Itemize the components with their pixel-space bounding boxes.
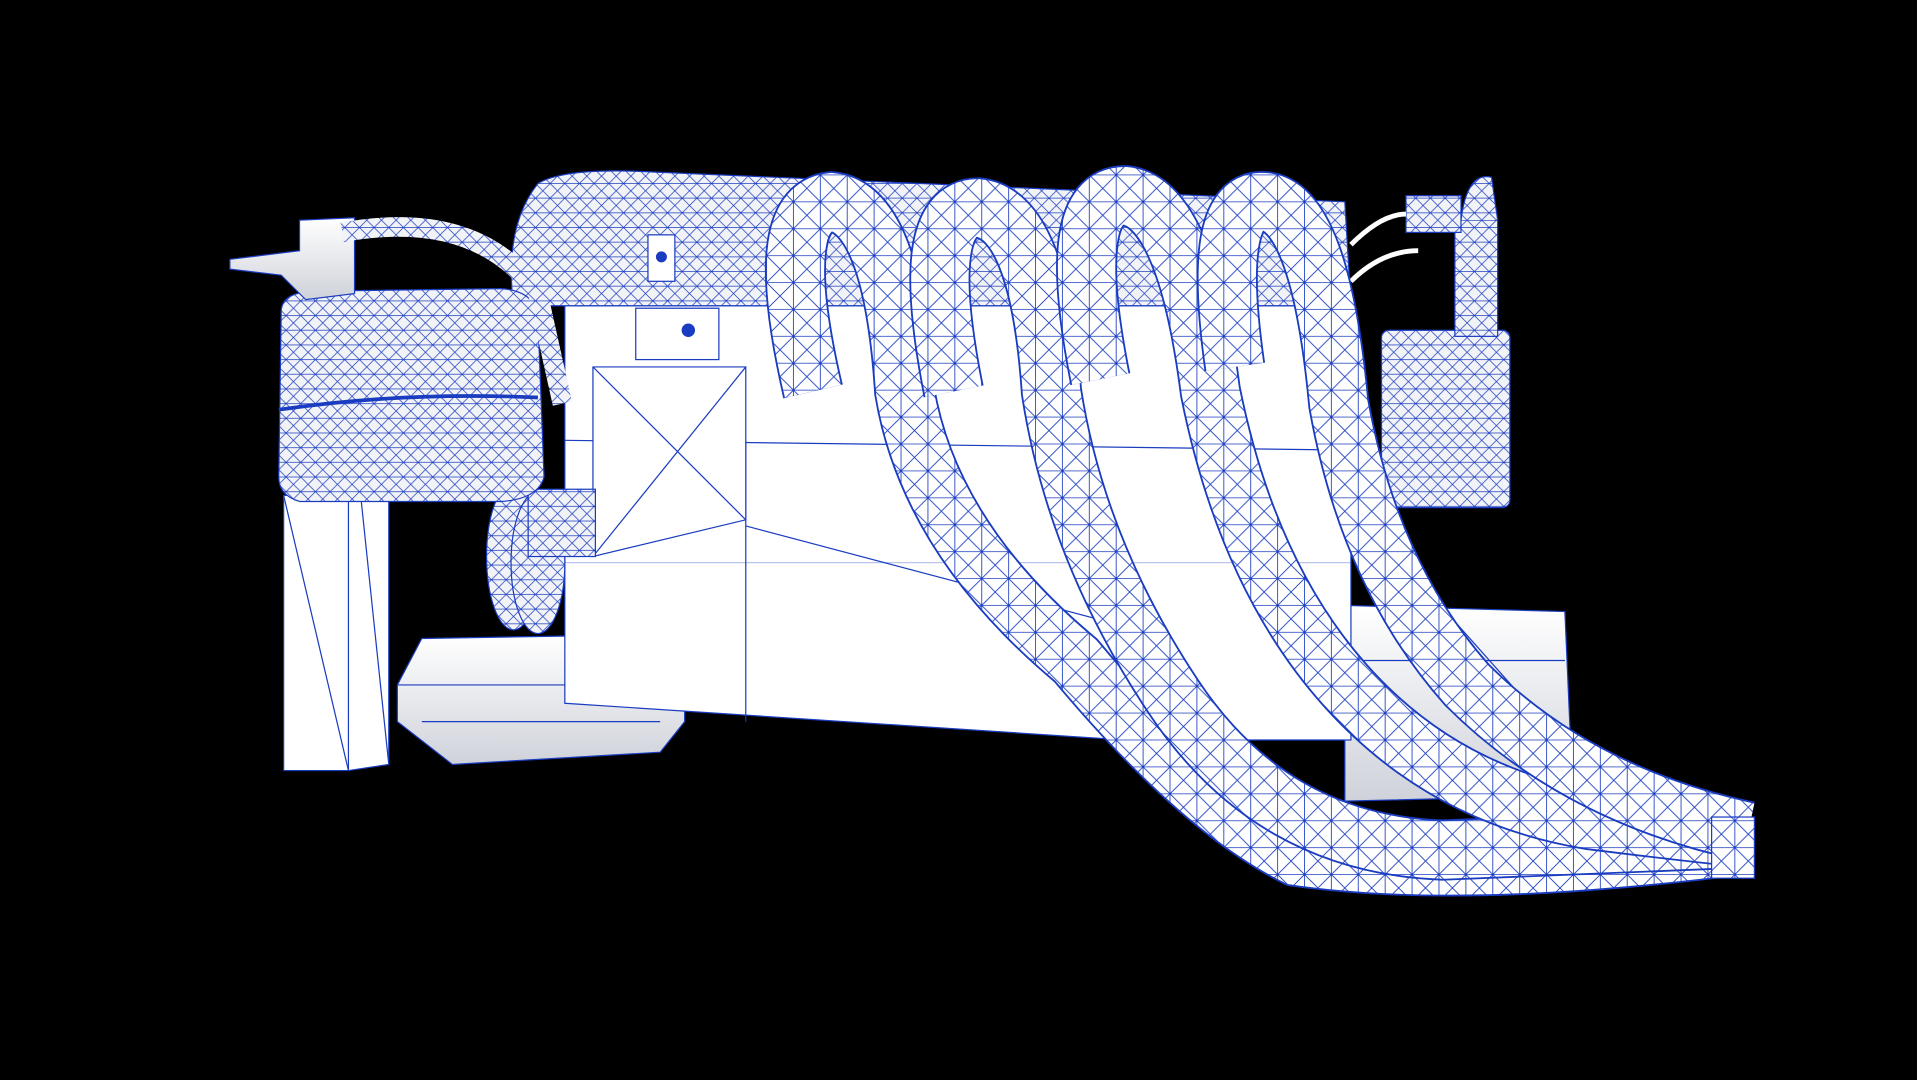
intake-hose — [340, 217, 572, 406]
intake-cap — [229, 217, 356, 301]
canister-neck — [1454, 219, 1499, 337]
exhaust-outlet — [1710, 816, 1756, 879]
exhaust-pipe-4 — [1196, 171, 1755, 862]
canister-lines — [1349, 211, 1419, 284]
cover-plate — [635, 307, 720, 361]
canister-fitting — [1405, 195, 1462, 234]
cover-bolt — [681, 323, 696, 337]
exhaust-pipe-3 — [1056, 165, 1752, 869]
pulleys — [485, 482, 597, 635]
fuel-canister — [1380, 329, 1511, 509]
mount-post — [283, 494, 390, 772]
exhaust-pipe-2 — [909, 177, 1750, 881]
exhaust-headers — [764, 165, 1756, 897]
